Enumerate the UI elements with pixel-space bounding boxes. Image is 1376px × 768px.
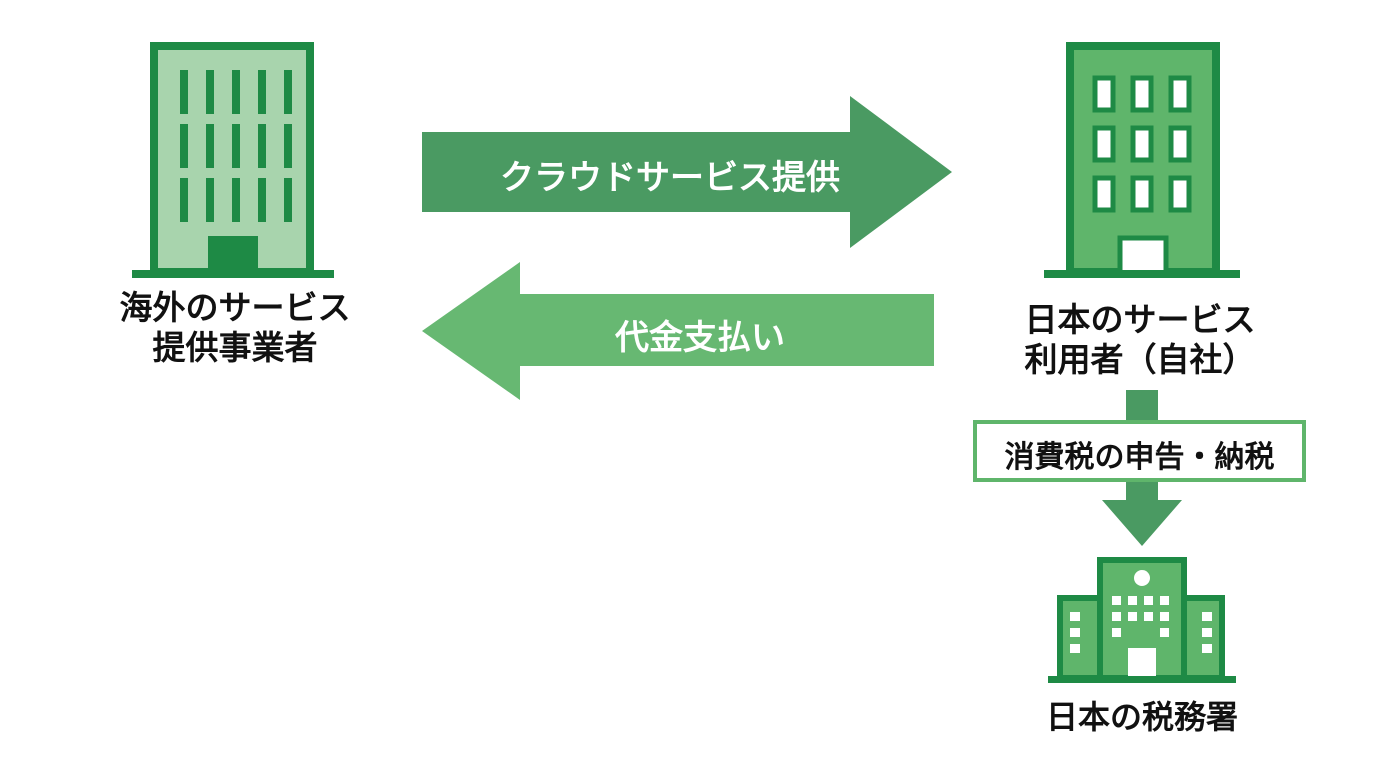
user-building-icon	[1044, 42, 1240, 278]
tax-office-label: 日本の税務署	[1045, 698, 1238, 736]
payment-arrow	[422, 262, 934, 400]
service-arrow	[422, 96, 952, 248]
tax-filing-box	[973, 420, 1306, 482]
provider-label-line2: 提供事業者	[152, 327, 318, 367]
user-label: 日本のサービス 利用者（自社）	[995, 300, 1285, 379]
tax-office-building-icon	[1048, 557, 1236, 683]
service-arrow-label: クラウドサービス提供	[500, 158, 840, 198]
user-label-line1: 日本のサービス	[1024, 300, 1256, 339]
provider-label-line1: 海外のサービス	[119, 288, 351, 327]
tax-filing-label: 消費税の申告・納税	[1004, 440, 1275, 475]
provider-label: 海外のサービス 提供事業者	[90, 288, 380, 367]
provider-building-icon	[132, 42, 334, 278]
user-label-line2: 利用者（自社）	[1024, 339, 1256, 379]
payment-arrow-label: 代金支払い	[615, 318, 785, 358]
